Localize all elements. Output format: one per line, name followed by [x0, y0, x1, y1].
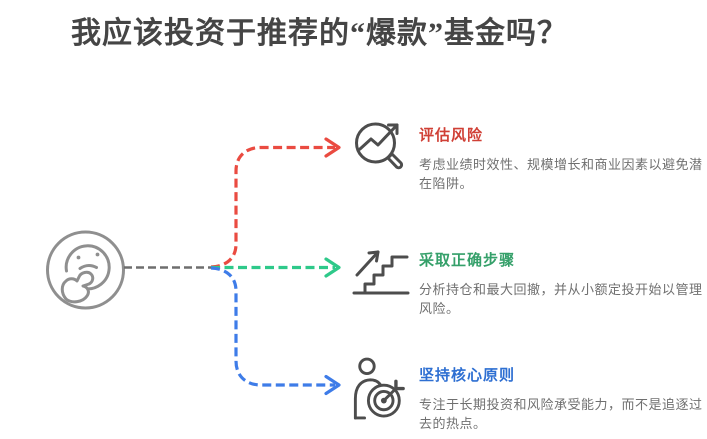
branch-core-principles: 坚持核心原则 专注于长期投资和风险承受能力，而不是追逐过去的热点。 [352, 355, 703, 433]
page-title: 我应该投资于推荐的“爆款”基金吗？ [71, 17, 568, 50]
branch-line-green [211, 257, 341, 278]
branch-heading: 采取正确步骤 [419, 253, 516, 269]
branch-assess-risk: 评估风险 考虑业绩时效性、规模增长和商业因素以避免潜在陷阱。 [352, 115, 703, 193]
stairs-growth-icon [352, 240, 410, 318]
branch-line-red [210, 137, 341, 269]
arrowhead-blue-icon [324, 374, 341, 396]
arrowhead-red-icon [324, 137, 341, 158]
person-target-icon [352, 355, 410, 433]
arrowhead-green-icon [324, 257, 341, 278]
magnifier-trend-icon [352, 115, 410, 193]
thinking-face-icon [46, 230, 125, 310]
branch-line-blue [210, 266, 341, 396]
branch-right-steps: 采取正确步骤 分析持仓和最大回撤，并从小额定投开始以管理风险。 [352, 240, 703, 318]
branch-description: 考虑业绩时效性、规模增长和商业因素以避免潜在陷阱。 [419, 157, 703, 191]
branch-heading: 评估风险 [419, 128, 484, 144]
branch-description: 专注于长期投资和风险承受能力，而不是追逐过去的热点。 [419, 397, 703, 431]
branch-heading: 坚持核心原则 [419, 368, 516, 384]
branch-description: 分析持仓和最大回撤，并从小额定投开始以管理风险。 [419, 282, 703, 316]
